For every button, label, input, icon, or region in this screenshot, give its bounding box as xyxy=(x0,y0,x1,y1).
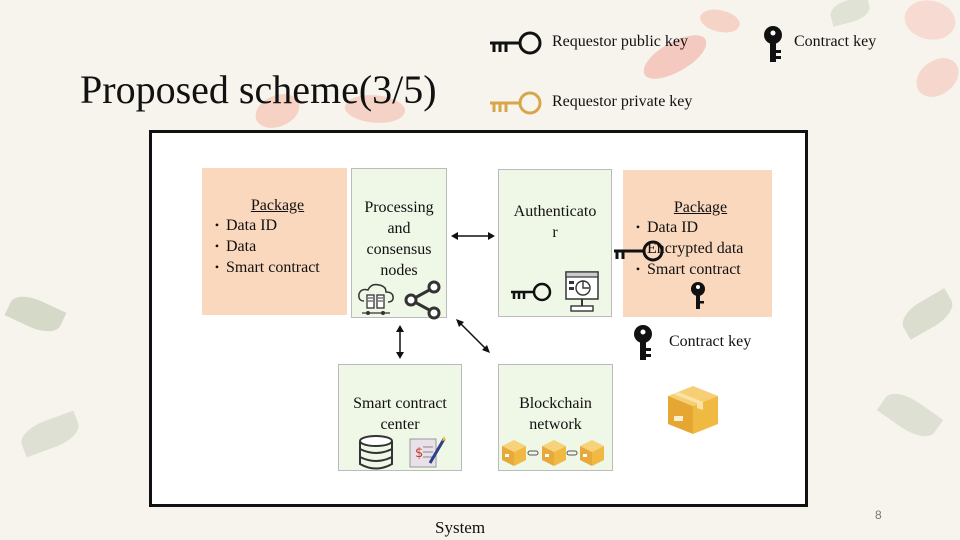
legend-contract-key-label: Contract key xyxy=(794,33,877,50)
key-icon xyxy=(511,282,552,302)
svg-text:$: $ xyxy=(415,446,423,461)
arrow-processing-blockchain xyxy=(456,319,490,353)
legend-public-key-label: Requestor public key xyxy=(552,33,688,50)
key-icon xyxy=(634,325,652,360)
legend-private-key-label: Requestor private key xyxy=(552,93,693,110)
list-item: •Smart contract xyxy=(214,259,320,276)
key-icon xyxy=(764,26,782,62)
contract-key-label: Contract key xyxy=(669,333,752,350)
package-left: Package •Data ID •Data •Smart contract xyxy=(202,168,347,315)
page-title: Proposed scheme(3/5) xyxy=(80,67,437,112)
list-item: •Smart contract xyxy=(635,261,741,278)
decorative-leaf xyxy=(896,288,959,340)
decorative-leaf xyxy=(4,289,67,339)
contract-document-icon: $ xyxy=(409,436,446,468)
decorative-petal xyxy=(898,0,960,50)
arrow-processing-authenticator xyxy=(451,232,495,240)
list-item: •Data xyxy=(214,238,257,255)
page-number: 8 xyxy=(875,508,882,522)
key-icon xyxy=(490,31,542,55)
package-left-heading: Package xyxy=(250,197,305,214)
processing-nodes-box: Processing and consensus nodes xyxy=(351,168,447,318)
key-icon xyxy=(614,240,664,262)
decorative-petal xyxy=(910,53,960,102)
decorative-leaf xyxy=(827,0,873,27)
system-label: System xyxy=(435,518,486,537)
list-item: •Data ID xyxy=(214,217,278,234)
package-right-heading: Package xyxy=(673,199,728,216)
key-icon xyxy=(691,282,705,309)
blockchain-icon xyxy=(502,440,604,466)
key-icon xyxy=(490,91,542,115)
package-box-icon xyxy=(668,386,718,434)
decorative-leaf xyxy=(876,385,944,445)
list-item: •Data ID xyxy=(635,219,699,236)
share-icon xyxy=(404,280,441,320)
database-icon xyxy=(359,435,393,470)
cloud-server-icon xyxy=(358,283,394,315)
list-item: Encrypted data xyxy=(647,240,744,257)
arrow-processing-smart-contract-center xyxy=(396,325,404,359)
smart-contract-center-box: Smart contract center xyxy=(338,364,462,471)
computer-icon xyxy=(565,271,599,312)
decorative-petal xyxy=(697,3,743,39)
decorative-leaf xyxy=(17,410,83,458)
